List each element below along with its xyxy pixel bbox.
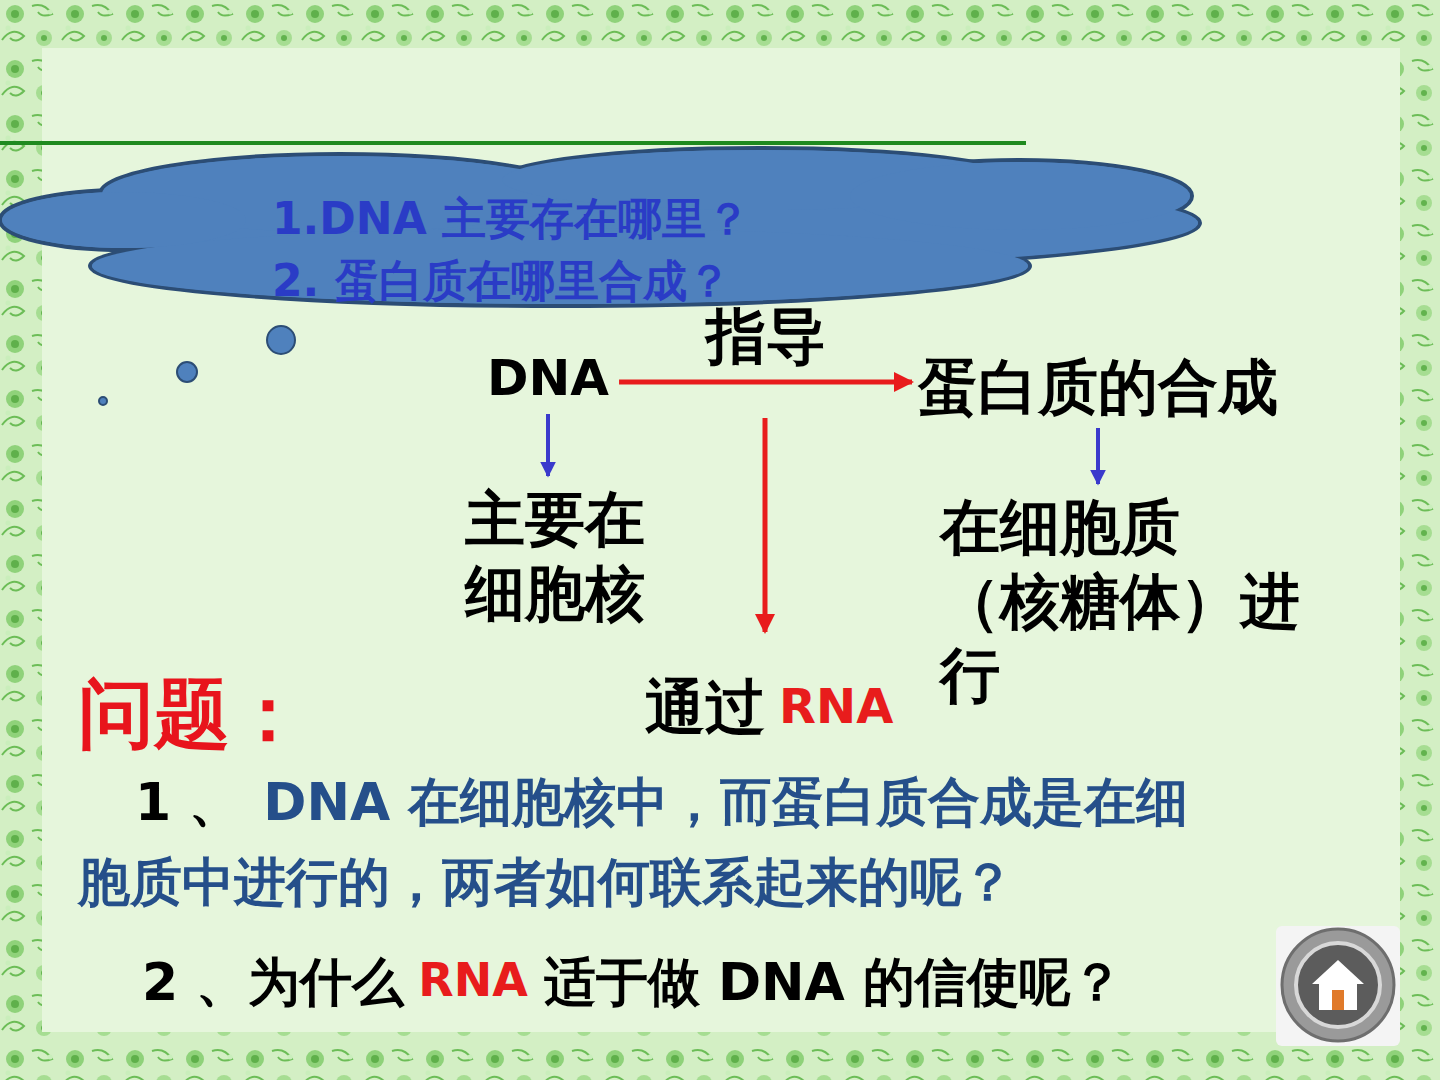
floral-border (0, 0, 42, 1080)
arrow-connector (1096, 428, 1100, 484)
question-text: 2 、为什么 (142, 948, 404, 1018)
question-cloud: 1.DNA 主要存在哪里？2. 蛋白质在哪里合成？ (0, 148, 1210, 310)
home-icon (1276, 926, 1400, 1046)
floral-border (1400, 0, 1440, 1080)
arrow-note: 通过 (645, 668, 765, 749)
node-text: 蛋白质的合成 (918, 352, 1278, 422)
thought-bubbles (99, 326, 295, 405)
arrow-connector (619, 380, 912, 385)
node-text: DNA (487, 348, 609, 408)
question-text: RNA (418, 953, 528, 1007)
node-text: 在细胞质 （核糖体）进 行 (940, 490, 1332, 712)
node-text: 主要在 细胞核 (465, 482, 675, 630)
cloud-fill (850, 162, 1190, 230)
floral-border (0, 0, 1440, 48)
floral-border (0, 1032, 1440, 1080)
section-heading: 问题： (78, 664, 306, 767)
question-block: 1 、DNA 在细胞核中，而蛋白质合成是在细 胞质中进行的，两者如何联系起来的呢… (78, 762, 1378, 922)
cloud-fill (2, 192, 246, 248)
title-rule (0, 141, 1026, 145)
molecule-label: DNA (487, 348, 609, 408)
location-label: 在细胞质 （核糖体）进 行 (940, 490, 1332, 712)
question-text: 1 、 (135, 772, 241, 832)
arrow-note: RNA (779, 678, 893, 734)
arrow-connector (546, 414, 550, 476)
edge-label: 指导 (706, 297, 826, 378)
question-text: 适于做 DNA 的信使呢？ (544, 948, 1123, 1018)
question-text: DNA 在细胞核中，而蛋白质合成是在细 胞质中进行的，两者如何联系起来的呢？ (78, 772, 1188, 912)
node-text: 1.DNA 主要存在哪里？ (272, 188, 1210, 250)
rna-arrow (763, 418, 768, 632)
location-label: 主要在 细胞核 (465, 482, 675, 630)
process-label: 蛋白质的合成 (918, 352, 1278, 422)
